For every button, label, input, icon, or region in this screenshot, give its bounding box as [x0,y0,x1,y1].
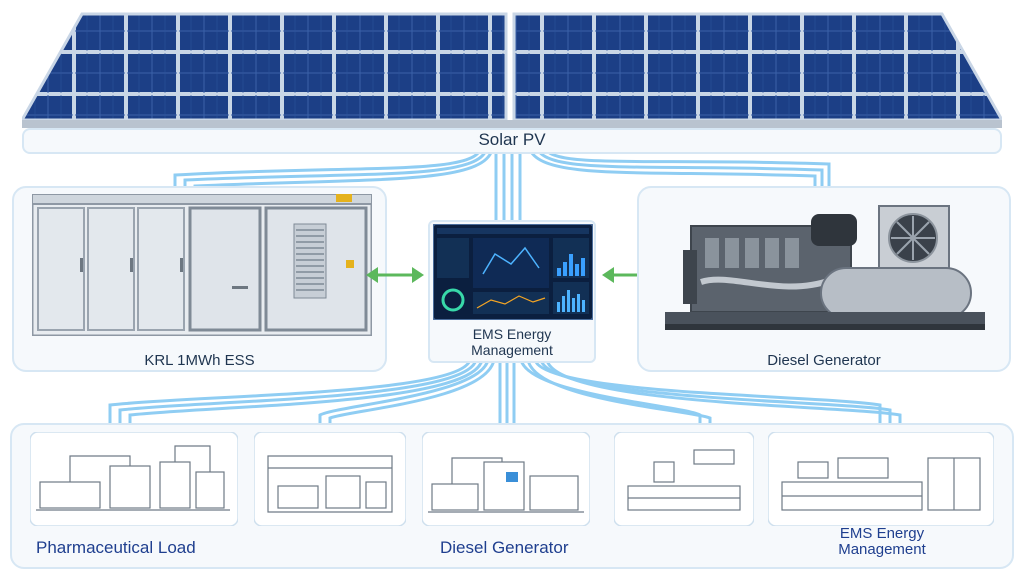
solar-pv-label-box [22,128,1002,154]
pharmaceutical-lab-illustration-1 [30,432,238,526]
ems-lab-illustration-1 [614,432,754,526]
diesel-generator-lab-illustration [422,432,590,526]
diesel-generator-image [665,205,985,330]
flow-solar-ess [173,149,482,190]
ems-label-line2: Management [471,342,553,358]
ems-node: EMS Energy Management [428,220,596,363]
ess-container-image [32,194,372,336]
ess-ems-bidirectional-arrow [366,267,424,283]
solar-pv-node: Solar PV [22,10,1002,155]
load-label-pharmaceutical: Pharmaceutical Load [36,538,196,557]
ems-dashboard-screen [433,224,593,320]
ems-lab-illustration-2 [768,432,994,526]
solar-pv-label: Solar PV [478,130,546,149]
ems-label-line1: EMS Energy [472,326,552,342]
load-label-ems-line2: Management [838,541,926,558]
load-label-diesel-generator: Diesel Generator [440,538,569,557]
load-label-ems-line1: EMS Energy [839,525,925,542]
generator-label: Diesel Generator [767,352,881,369]
solar-panel-array [22,12,1002,128]
flow-ems-loads [108,359,472,425]
flow-solar-generator [528,149,817,192]
generator-node: Diesel Generator [637,186,1011,372]
ess-node: KRL 1MWh ESS [12,186,387,372]
ess-label: KRL 1MWh ESS [144,352,255,369]
pharmaceutical-lab-illustration-2 [254,432,406,526]
